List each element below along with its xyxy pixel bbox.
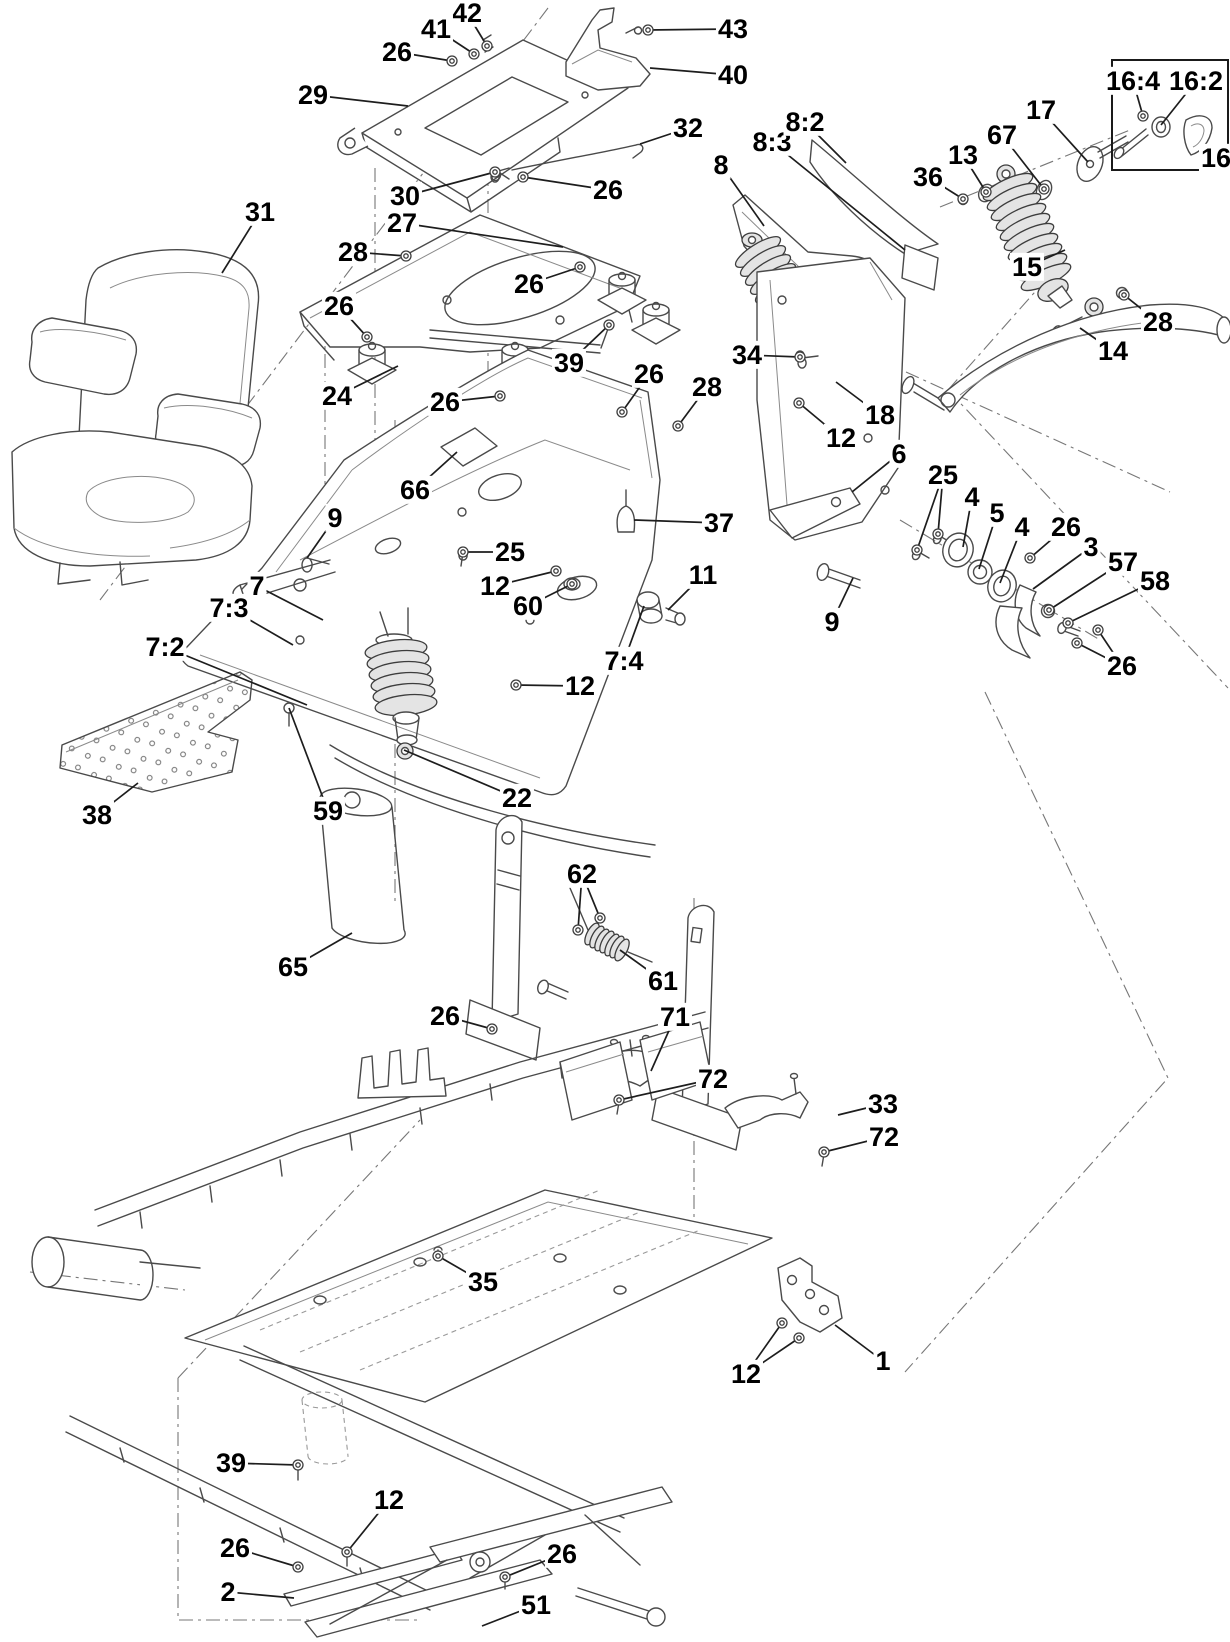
control-arm xyxy=(756,257,1230,589)
suspension-frame xyxy=(181,325,686,858)
footplate xyxy=(59,671,253,793)
frame-spring xyxy=(283,607,438,760)
seat-plate xyxy=(337,34,629,213)
seat-adjuster xyxy=(283,1486,673,1638)
seat-latch-bracket xyxy=(565,7,651,91)
rear-shock xyxy=(982,164,1129,339)
pivot-bushing-set xyxy=(911,532,1081,659)
seat xyxy=(11,249,262,586)
lower-chassis xyxy=(31,1011,843,1611)
suspension-plate xyxy=(299,214,641,361)
damper-cylinder xyxy=(319,787,406,945)
